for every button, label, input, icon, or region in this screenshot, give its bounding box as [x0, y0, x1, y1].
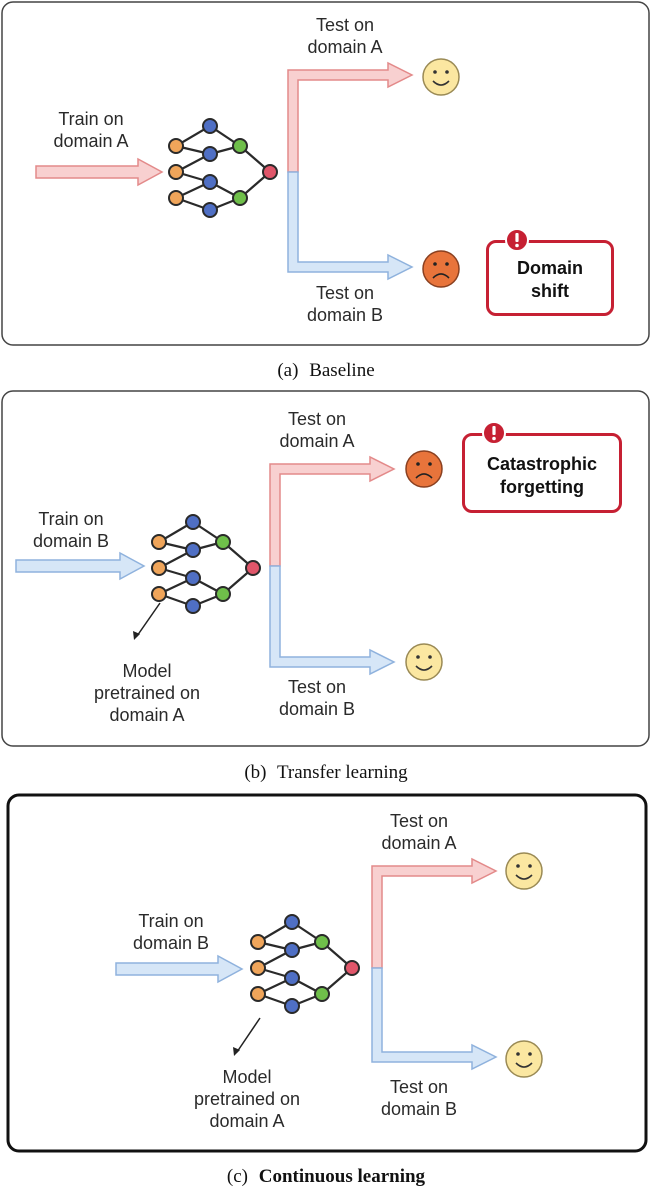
panel-c-branch-arrow-a: [371, 857, 498, 969]
panel-c-pretrained-pointer: [236, 1017, 261, 1053]
panel-b-network-icon: [150, 513, 262, 615]
panel-c-test-b-line1: Test on: [389, 1077, 449, 1097]
panel-b-alert-box: Catastrophic forgetting: [462, 433, 622, 513]
panel-a-alert-box: Domain shift: [486, 240, 614, 316]
panel-b-frame: [1, 390, 650, 747]
panel-b-pretrained-line2: pretrained on: [93, 683, 201, 703]
panel-b-sad-face-icon: [405, 450, 443, 488]
panel-a-branch-arrow-a: [287, 61, 414, 173]
panel-b-train-label-line2: domain B: [32, 531, 110, 551]
panel-a-caption: (a) Baseline: [0, 360, 652, 382]
panel-a-frame: [1, 1, 650, 346]
panel-c-test-a-label: Test on domain A: [364, 810, 474, 854]
panel-c-branch-arrow-b: [371, 967, 498, 1071]
panel-a-train-label-line1: Train on: [58, 109, 124, 129]
panel-a-sad-face-icon: [422, 250, 460, 288]
panel-a-caption-name: Baseline: [309, 360, 375, 381]
panel-a-test-b-line2: domain B: [306, 305, 384, 325]
panel-a-train-label: Train on domain A: [36, 108, 146, 152]
panel-a-test-b-line1: Test on: [315, 283, 375, 303]
panel-a-train-label-line2: domain A: [53, 131, 129, 151]
panel-c-train-label: Train on domain B: [116, 910, 226, 954]
panel-b-test-b-label: Test on domain B: [262, 676, 372, 720]
panel-a-train-arrow: [35, 157, 164, 187]
panel-c-pretrained-line2: pretrained on: [193, 1089, 301, 1109]
panel-b-caption-tag: (b): [244, 762, 267, 783]
panel-c-pretrained-label: Model pretrained on domain A: [172, 1066, 322, 1132]
panel-c-pretrained-line3: domain A: [209, 1111, 285, 1131]
panel-a-branch-arrow-b: [287, 171, 414, 281]
panel-b-branch-arrow-a: [269, 455, 396, 567]
panel-c-frame: [6, 793, 648, 1153]
panel-b-branch-arrow-b: [269, 565, 396, 676]
panel-b-alert-line1: Catastrophic: [486, 454, 598, 474]
panel-a-happy-face-icon: [422, 58, 460, 96]
panel-b-test-b-line2: domain B: [278, 699, 356, 719]
panel-b-pretrained-pointer: [136, 602, 161, 637]
panel-c-pretrained-line1: Model: [222, 1067, 272, 1087]
panel-b-alert-line2: forgetting: [500, 477, 584, 497]
panel-a-network-icon: [167, 117, 279, 219]
panel-c-train-arrow: [115, 954, 244, 984]
panel-b-happy-face-icon: [405, 643, 443, 681]
panel-a-test-b-label: Test on domain B: [290, 282, 400, 326]
panel-b-caption-name: Transfer learning: [276, 762, 408, 783]
panel-c-network-icon: [249, 913, 361, 1015]
panel-c-test-a-line1: Test on: [389, 811, 449, 831]
panel-c-test-b-line2: domain B: [380, 1099, 458, 1119]
panel-b-test-a-line1: Test on: [287, 409, 347, 429]
panel-c-caption-name: Continuous learning: [258, 1166, 426, 1187]
panel-c-caption-tag: (c): [226, 1166, 249, 1187]
panel-b-test-a-line2: domain A: [279, 431, 355, 451]
panel-c-train-label-line1: Train on: [138, 911, 204, 931]
panel-b-pretrained-line3: domain A: [109, 705, 185, 725]
panel-a-test-a-line2: domain A: [307, 37, 383, 57]
panel-b-pretrained-line1: Model: [122, 661, 172, 681]
panel-c-pretrained-pointer-head: [233, 1047, 240, 1056]
panel-b-train-arrow: [15, 551, 146, 581]
panel-c-train-label-line2: domain B: [132, 933, 210, 953]
panel-b-train-label: Train on domain B: [16, 508, 126, 552]
panel-a-alert-line1: Domain: [516, 258, 583, 278]
panel-c-happy-face-a-icon: [505, 852, 543, 890]
panel-b-pretrained-pointer-head: [133, 631, 140, 640]
panel-b-train-label-line1: Train on: [38, 509, 104, 529]
panel-c-happy-face-b-icon: [505, 1040, 543, 1078]
panel-c-test-a-line2: domain A: [381, 833, 457, 853]
panel-c-test-b-label: Test on domain B: [364, 1076, 474, 1120]
panel-b-pretrained-label: Model pretrained on domain A: [72, 660, 222, 726]
panel-b-test-b-line1: Test on: [287, 677, 347, 697]
panel-a-alert-line2: shift: [531, 281, 569, 301]
panel-a-caption-tag: (a): [277, 360, 299, 381]
panel-c-caption: (c) Continuous learning: [0, 1166, 652, 1188]
panel-b-test-a-label: Test on domain A: [262, 408, 372, 452]
panel-b-caption: (b) Transfer learning: [0, 762, 652, 784]
panel-a-test-a-label: Test on domain A: [290, 14, 400, 58]
panel-a-test-a-line1: Test on: [315, 15, 375, 35]
